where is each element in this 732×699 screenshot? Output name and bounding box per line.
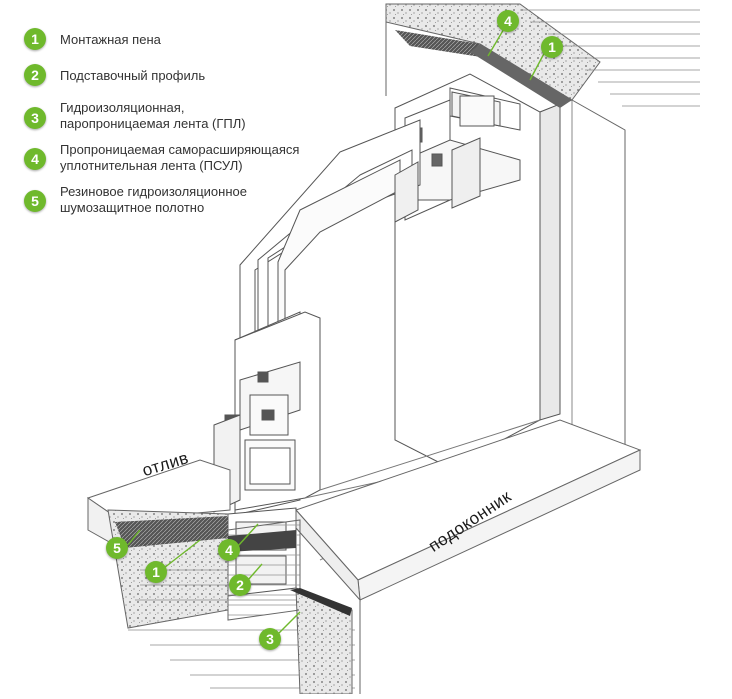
legend-text: Пропроницаемая саморасширяющаяся [60, 142, 300, 157]
callout-badge-4-top: 4 [497, 10, 519, 32]
legend-text: уплотнительная лента (ПСУЛ) [60, 158, 243, 173]
callout-badge-4-bottom: 4 [218, 539, 240, 561]
legend-text: Монтажная пена [60, 32, 161, 47]
window-sill [295, 419, 642, 602]
legend-badge: 2 [24, 64, 46, 86]
legend-badge: 4 [24, 148, 46, 170]
callout-badge-1-bottom: 1 [145, 561, 167, 583]
legend-text: Резиновое гидроизоляционное [60, 184, 247, 199]
legend-badge: 1 [24, 28, 46, 50]
callout-badge-5: 5 [106, 537, 128, 559]
callout-badge-2: 2 [229, 574, 251, 596]
legend-badge: 3 [24, 107, 46, 129]
legend-text: Подставочный профиль [60, 68, 206, 83]
legend-item-3: 3 Гидроизоляционная, паропроницаемая лен… [24, 100, 364, 132]
legend-item-2: 2 Подставочный профиль [24, 64, 364, 86]
legend-item-4: 4 Пропроницаемая саморасширяющаяся уплот… [24, 142, 364, 174]
legend-item-5: 5 Резиновое гидроизоляционное шумозащитн… [24, 184, 364, 216]
legend: 1 Монтажная пена 2 Подставочный профиль … [24, 28, 364, 216]
legend-text: шумозащитное полотно [60, 200, 205, 215]
callout-badge-3: 3 [259, 628, 281, 650]
callout-badge-1-top: 1 [541, 36, 563, 58]
drip-cap [86, 459, 231, 549]
legend-badge: 5 [24, 190, 46, 212]
legend-item-1: 1 Монтажная пена [24, 28, 364, 50]
installation-seals [115, 30, 572, 616]
legend-text: Гидроизоляционная, [60, 100, 185, 115]
legend-text: паропроницаемая лента (ГПЛ) [60, 116, 246, 131]
